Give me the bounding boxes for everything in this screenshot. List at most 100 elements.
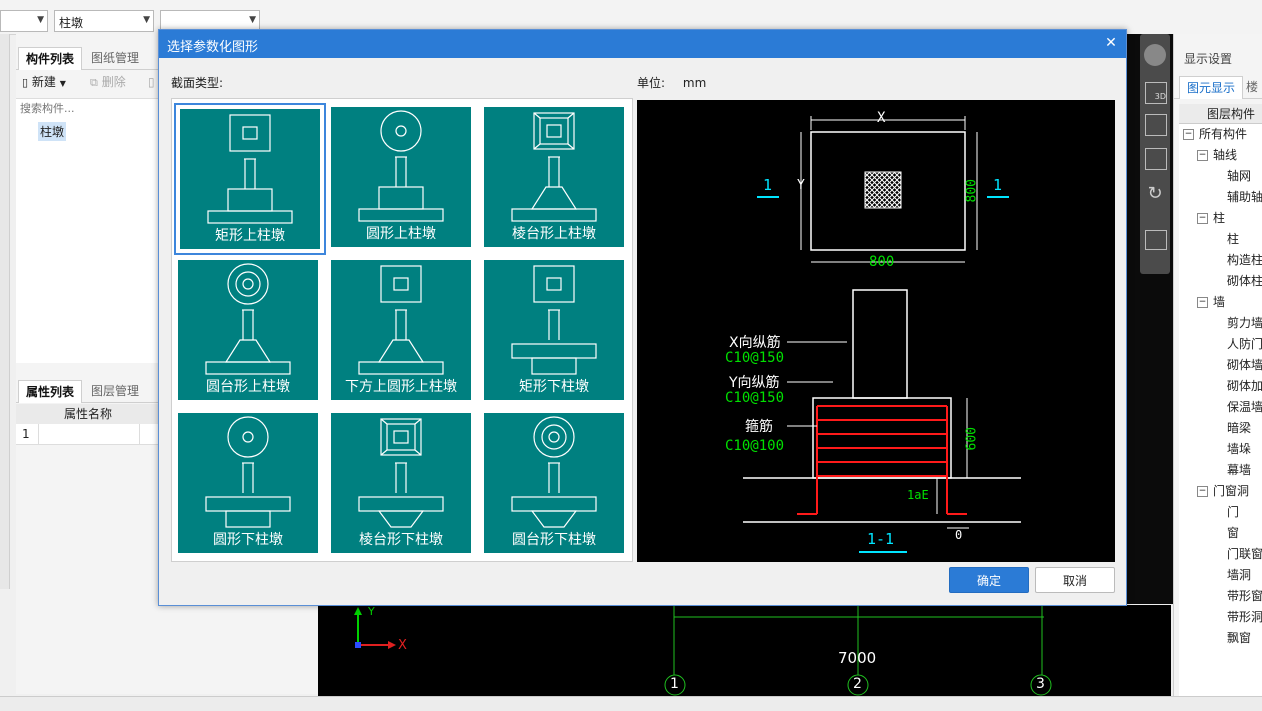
layer-tree-label: 墙垛 xyxy=(1227,442,1252,456)
plan-outline xyxy=(810,131,966,251)
tab-drawing-management[interactable]: 图纸管理 xyxy=(91,51,140,65)
3d-view-icon[interactable]: 3D xyxy=(1145,82,1167,104)
collapse-icon[interactable]: − xyxy=(1197,213,1208,224)
unit-value: mm xyxy=(682,76,707,90)
x-arrowhead xyxy=(388,641,396,649)
section-name: 1-1 xyxy=(867,530,895,548)
layer-tree-label: 构造柱 xyxy=(1227,253,1262,267)
shape-thumbnail: 下方上圆形上柱墩 xyxy=(331,260,471,400)
chevron-down-icon: ▼ xyxy=(37,15,44,25)
layer-tree-label: 砌体墙 xyxy=(1227,358,1262,372)
layer-tree-label: 飘窗 xyxy=(1227,631,1252,645)
new-button[interactable]: ▯ 新建 ▼ xyxy=(22,72,66,92)
property-row-index: 1 xyxy=(22,427,30,441)
shape-option-cone-down[interactable]: 圆台形下柱墩 xyxy=(480,409,632,561)
copy-icon[interactable]: ▯ xyxy=(148,75,155,89)
property-row[interactable]: 1 xyxy=(16,424,160,445)
layer-tree-label: 带形洞 xyxy=(1227,610,1262,624)
parametric-shape-dialog: 选择参数化图形 ✕ 截面类型: 单位: mm 矩形上柱墩圆形上柱墩棱台形上柱墩圆… xyxy=(158,29,1127,606)
tab-component-list[interactable]: 构件列表 xyxy=(18,47,83,70)
layer-tree: −所有构件−轴线轴网辅助轴线−柱柱构造柱砌体柱−墙剪力墙人防门框砌体墙砌体加筋保… xyxy=(1179,124,1262,696)
new-file-icon: ▯ xyxy=(22,76,29,89)
search-input[interactable] xyxy=(16,99,160,117)
left-panel: 构件列表 图纸管理 ▯ 新建 ▼ ⧉ 删除 ▯ 柱墩 属性列表 图层管理 属性名… xyxy=(16,34,160,694)
collapse-icon[interactable]: − xyxy=(1197,297,1208,308)
layer-tree-label: 门联窗 xyxy=(1227,547,1262,561)
shape-option-frustum-down[interactable]: 棱台形下柱墩 xyxy=(327,409,479,561)
shape-option-sqcircle-up[interactable]: 下方上圆形上柱墩 xyxy=(327,256,479,408)
component-type-combo[interactable]: 柱墩▼ xyxy=(54,10,154,32)
layer-tree-label: 人防门框 xyxy=(1227,337,1262,351)
delete-button[interactable]: ⧉ 删除 xyxy=(90,72,126,92)
property-name-cell[interactable] xyxy=(38,424,140,444)
shape-thumbnail: 矩形下柱墩 xyxy=(484,260,624,400)
collapse-icon[interactable]: − xyxy=(1197,150,1208,161)
coord-y-label: Y xyxy=(368,605,375,618)
tree-item-zhudun[interactable]: 柱墩 xyxy=(38,122,67,141)
layer-tree-label: 暗梁 xyxy=(1227,421,1252,435)
axis-bubble-3 xyxy=(1030,674,1052,696)
layer-tree-label: 柱 xyxy=(1227,232,1240,246)
chevron-down-icon: ▼ xyxy=(143,15,150,25)
tab-floor-display[interactable]: 楼 xyxy=(1246,80,1259,94)
dimension-7000: 7000 xyxy=(838,649,877,667)
section-mark-right-label: 1 xyxy=(993,176,1003,194)
coord-x-label: X xyxy=(398,638,407,653)
shape-option-circle-down[interactable]: 圆形下柱墩 xyxy=(174,409,326,561)
ok-button[interactable]: 确定 xyxy=(949,567,1029,593)
x-bar-spec: C10@150 xyxy=(725,350,785,366)
shape-option-circle-up[interactable]: 圆形上柱墩 xyxy=(327,103,479,255)
search-box xyxy=(16,98,160,120)
tab-layer-management[interactable]: 图层管理 xyxy=(91,384,140,398)
delete-label: 删除 xyxy=(101,75,126,89)
stirrups xyxy=(797,405,967,515)
shape-thumbnail: 棱台形下柱墩 xyxy=(331,413,471,553)
shape-option-rect-down[interactable]: 矩形下柱墩 xyxy=(480,256,632,408)
grid-view-icon[interactable] xyxy=(1145,230,1167,250)
layer-tree-label: 砌体加筋 xyxy=(1227,379,1262,393)
stirrup-label: 箍筋 xyxy=(745,419,773,435)
unit-label: 单位: xyxy=(637,76,666,90)
box-view-icon[interactable] xyxy=(1145,148,1167,170)
shape-label: 下方上圆形上柱墩 xyxy=(345,379,457,395)
delete-icon: ⧉ xyxy=(90,76,98,89)
property-name-header: 属性名称 xyxy=(63,407,112,421)
shape-option-cone-up[interactable]: 圆台形上柱墩 xyxy=(174,256,326,408)
component-tree: 柱墩 xyxy=(16,118,160,363)
shape-label: 圆台形下柱墩 xyxy=(512,532,596,548)
axis-bubble-2 xyxy=(847,674,869,696)
collapse-icon[interactable]: − xyxy=(1197,486,1208,497)
floor-combo[interactable]: ▼ xyxy=(0,10,48,32)
layer-tree-label: 轴线 xyxy=(1213,148,1238,162)
collapse-icon[interactable]: − xyxy=(1183,129,1194,140)
shape-label: 圆台形上柱墩 xyxy=(206,379,290,395)
close-icon[interactable]: ✕ xyxy=(1105,35,1117,51)
cancel-button[interactable]: 取消 xyxy=(1035,567,1115,593)
display-settings-panel: 显示设置 图元显示 楼 图层构件 −所有构件−轴线轴网辅助轴线−柱柱构造柱砌体柱… xyxy=(1173,34,1262,696)
dialog-titlebar: 选择参数化图形 ✕ xyxy=(159,30,1126,58)
rotate-icon[interactable]: ↻ xyxy=(1147,183,1163,204)
shape-option-rect-up[interactable]: 矩形上柱墩 xyxy=(174,103,326,255)
shape-option-frustum-up[interactable]: 棱台形上柱墩 xyxy=(480,103,632,255)
component-toolbar: ▯ 新建 ▼ ⧉ 删除 ▯ xyxy=(16,72,160,96)
origin-marker xyxy=(355,642,361,648)
tab-element-display[interactable]: 图元显示 xyxy=(1179,76,1244,99)
left-top-tabs: 构件列表 图纸管理 xyxy=(16,47,160,70)
preview-y-label: Y xyxy=(797,178,805,193)
drawing-canvas[interactable]: Y X 7000 1 2 3 xyxy=(318,605,1171,697)
new-label: 新建 xyxy=(31,75,56,89)
layer-tree-label: 所有构件 xyxy=(1199,127,1248,141)
shape-label: 圆形下柱墩 xyxy=(213,532,283,548)
dim-lae: 1aE xyxy=(907,488,929,502)
axis-label-3: 3 xyxy=(1036,676,1045,692)
orbit-icon[interactable] xyxy=(1144,44,1166,66)
tab-property-list[interactable]: 属性列表 xyxy=(18,380,83,403)
shape-thumbnail: 圆台形上柱墩 xyxy=(178,260,318,400)
layer-tree-label: 幕墙 xyxy=(1227,463,1252,477)
shape-thumbnail: 圆形下柱墩 xyxy=(178,413,318,553)
column-hatch xyxy=(864,171,902,209)
cube-view-icon[interactable] xyxy=(1145,114,1167,136)
canvas-drawing xyxy=(354,605,1052,696)
shape-grid: 矩形上柱墩圆形上柱墩棱台形上柱墩圆台形上柱墩 下方上圆形上柱墩 矩形下柱墩圆形下柱墩… xyxy=(171,98,633,562)
preview-x-label: X xyxy=(877,110,886,126)
